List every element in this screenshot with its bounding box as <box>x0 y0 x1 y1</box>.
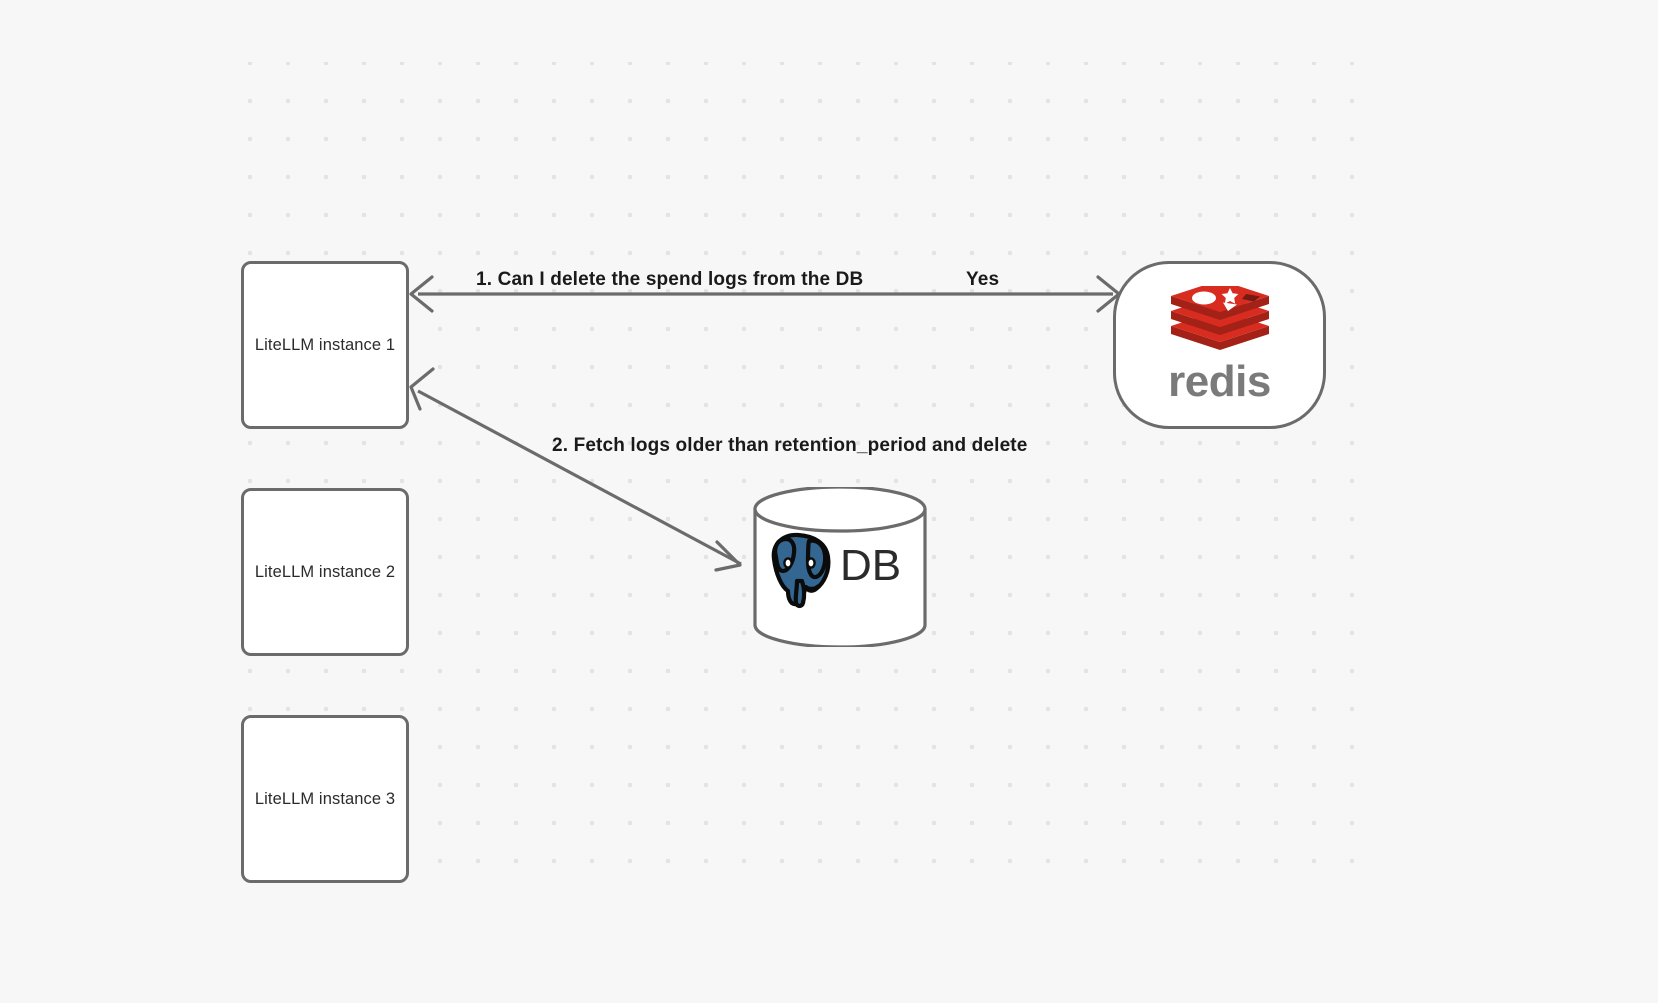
edge-1-label: 1. Can I delete the spend logs from the … <box>476 269 864 290</box>
edge-1-response-label: Yes <box>966 269 1000 290</box>
node-litellm-instance-3[interactable]: LiteLLM instance 3 <box>241 715 409 883</box>
edge-db-to-litellm1 <box>409 367 742 572</box>
node-litellm-instance-1-label: LiteLLM instance 1 <box>254 335 396 354</box>
node-litellm-instance-2-label: LiteLLM instance 2 <box>254 562 396 581</box>
node-database[interactable]: DB <box>752 487 928 647</box>
database-label: DB <box>840 541 902 590</box>
database-cylinder-shape <box>753 487 927 647</box>
node-litellm-instance-3-label: LiteLLM instance 3 <box>254 789 396 808</box>
node-redis[interactable]: redis <box>1113 261 1326 429</box>
postgresql-elephant-icon <box>771 532 831 609</box>
redis-wordmark-label: redis <box>1168 357 1271 406</box>
redis-logo-icon <box>1170 286 1269 350</box>
edge-2-label: 2. Fetch logs older than retention_perio… <box>552 435 1028 456</box>
node-litellm-instance-2[interactable]: LiteLLM instance 2 <box>241 488 409 656</box>
node-litellm-instance-1[interactable]: LiteLLM instance 1 <box>241 261 409 429</box>
